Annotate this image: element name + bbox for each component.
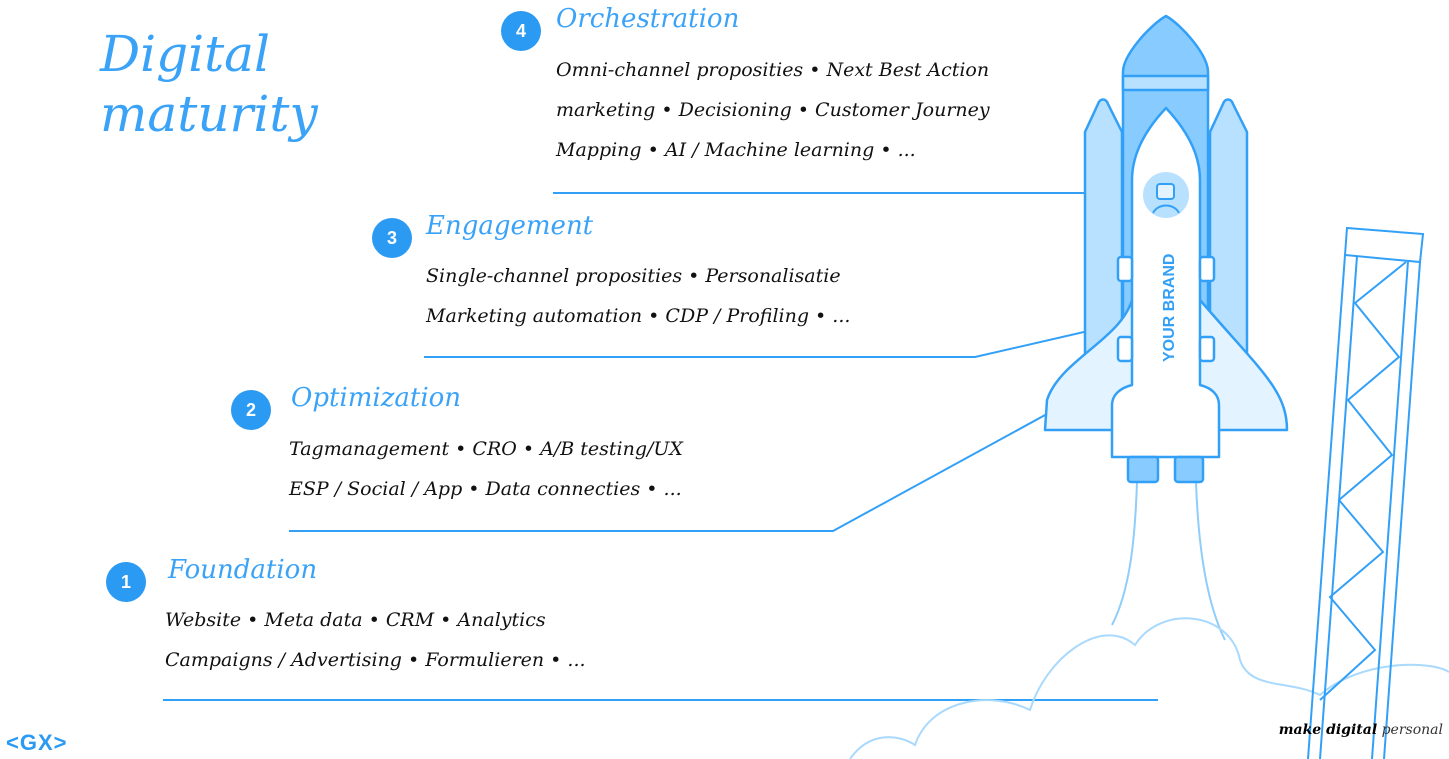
connector-line-2 xyxy=(289,384,1101,532)
stage-2-number-badge: 2 xyxy=(231,390,271,430)
stage-3-description: Single-channel proposities • Personalisa… xyxy=(426,256,850,336)
stage-1-title: Foundation xyxy=(168,555,318,585)
gx-logo: <GX> xyxy=(6,730,68,755)
stage-4-title: Orchestration xyxy=(556,4,740,34)
cloud-icon xyxy=(849,617,1449,759)
user-avatar-icon xyxy=(1143,172,1189,218)
stage-1-number-badge: 1 xyxy=(106,562,146,602)
title-line-2: maturity xyxy=(100,85,318,143)
stage-4-description: Omni-channel proposities • Next Best Act… xyxy=(556,50,990,170)
description-line: Marketing automation • CDP / Profiling •… xyxy=(426,305,851,327)
description-line: Mapping • AI / Machine learning • ... xyxy=(556,139,916,161)
description-line: Single-channel proposities • Personalisa… xyxy=(426,265,841,287)
description-line: Website • Meta data • CRM • Analytics xyxy=(165,609,546,631)
stage-2-title: Optimization xyxy=(291,383,462,413)
stage-3-number-badge: 3 xyxy=(372,218,412,258)
description-line: ESP / Social / App • Data connecties • .… xyxy=(289,478,682,500)
stage-2-description: Tagmanagement • CRO • A/B testing/UX ESP… xyxy=(289,429,683,509)
stage-1-description: Website • Meta data • CRM • Analytics Ca… xyxy=(165,600,586,680)
stage-3-title: Engagement xyxy=(426,211,594,241)
tagline-italic: personal xyxy=(1381,722,1443,738)
stage-4-number-badge: 4 xyxy=(501,11,541,51)
exhaust-trails xyxy=(1111,481,1226,641)
tagline: make digital personal xyxy=(1279,722,1443,738)
description-line: Campaigns / Advertising • Formulieren • … xyxy=(165,649,586,671)
title-line-1: Digital xyxy=(100,25,270,83)
description-line: marketing • Decisioning • Customer Journ… xyxy=(556,99,990,121)
rocket-brand-label: YOUR BRAND xyxy=(1161,254,1178,362)
description-line: Tagmanagement • CRO • A/B testing/UX xyxy=(289,438,683,460)
tagline-bold: make digital xyxy=(1278,722,1378,738)
description-line: Omni-channel proposities • Next Best Act… xyxy=(556,59,990,81)
page-title: Digital maturity xyxy=(100,24,318,144)
launch-tower xyxy=(1307,226,1425,759)
